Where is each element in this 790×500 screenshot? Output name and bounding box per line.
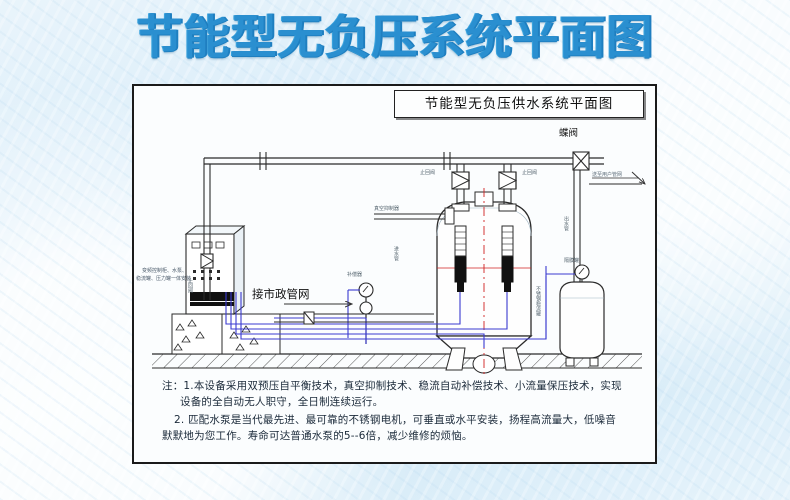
note2-line2: 默默地为您工作。寿命可达普通水泵的5--6倍，减少维修的烦恼。 [162,430,473,442]
municipal-network-label: 接市政管网 [252,287,310,301]
to-user-network-label: 送至用户管网 [592,171,622,178]
compensator-assembly: 补偿器 [347,271,374,344]
note1-line1: 本设备采用双预压自平衡技术，真空抑制技术、稳流自动补偿技术、小流量保压技术，实现 [193,380,622,392]
stabilizer-tank-label: 不锈钢稳流罐 [535,286,541,317]
to-user-network-arrow: 送至用户管网 [589,171,645,184]
inlet-pipe-label: 进水管 [393,245,399,262]
butterfly-valve-label: 蝶阀 [559,127,578,139]
check-valve-right: 止回阀 [498,169,537,190]
note-line-3: 2. 匹配水泵是当代最先进、最可靠的不锈钢电机，可垂直或水平安装，扬程高流量大，… [162,412,634,428]
note-line-2: 设备的全自动无人职守，全日制连续运行。 [162,394,634,410]
diagram-inner-title: 节能型无负压供水系统平面图 [394,90,644,118]
check-valve-side: 止回阀 [187,253,214,294]
submersible-pumps [454,225,514,292]
note-line-4: 默默地为您工作。寿命可达普通水泵的5--6倍，减少维修的烦恼。 [162,428,634,444]
outlet-pipe-label: 出水管 [563,215,569,232]
vacuum-suppressor: 真空抑制器 [374,205,455,225]
cabinet-note-line2: 稳流罐、压力罐一体安装 [136,275,191,282]
flange-marks [259,152,451,170]
note1-line2: 设备的全自动无人职守，全日制连续运行。 [180,396,384,408]
cabinet-note-line1: 变频控制柜、水泵、 [142,267,187,274]
inlet-pipe [274,311,434,325]
control-cabinet: 变频控制柜、水泵、 稳流罐、压力罐一体安装 [136,224,246,316]
note2-num: 2. [174,414,185,426]
check-valve-left: 止回阀 [420,169,471,190]
diaphragm-tank-label: 隔膜罐 [564,257,579,264]
diagram-frame: 节能型无负压供水系统平面图 [132,84,657,464]
note1-num: 1. [183,380,194,392]
note-line-1: 注：1.本设备采用双预压自平衡技术，真空抑制技术、稳流自动补偿技术、小流量保压技… [162,378,634,394]
butterfly-valve: 蝶阀 [559,127,590,171]
compensator-label: 补偿器 [347,271,362,278]
schematic-drawing: 变频控制柜、水泵、 稳流罐、压力罐一体安装 接市政管网 不锈钢稳流罐 [136,127,659,378]
notes-prefix: 注： [162,380,184,392]
notes-block: 注：1.本设备采用双预压自平衡技术，真空抑制技术、稳流自动补偿技术、小流量保压技… [162,378,634,444]
check-valve-side-label: 止回阀 [187,277,193,294]
vacuum-suppressor-label: 真空抑制器 [374,205,399,212]
pump-risers [451,164,517,212]
diaphragm-tank: 隔膜罐 [545,257,605,367]
page-title: 节能型无负压系统平面图 [0,8,790,66]
check-valve-left-label: 止回阀 [420,169,435,176]
check-valve-right-label: 止回阀 [522,169,537,176]
note2-line1: 匹配水泵是当代最先进、最可靠的不锈钢电机，可垂直或水平安装，扬程高流量大，低噪音 [187,414,616,426]
